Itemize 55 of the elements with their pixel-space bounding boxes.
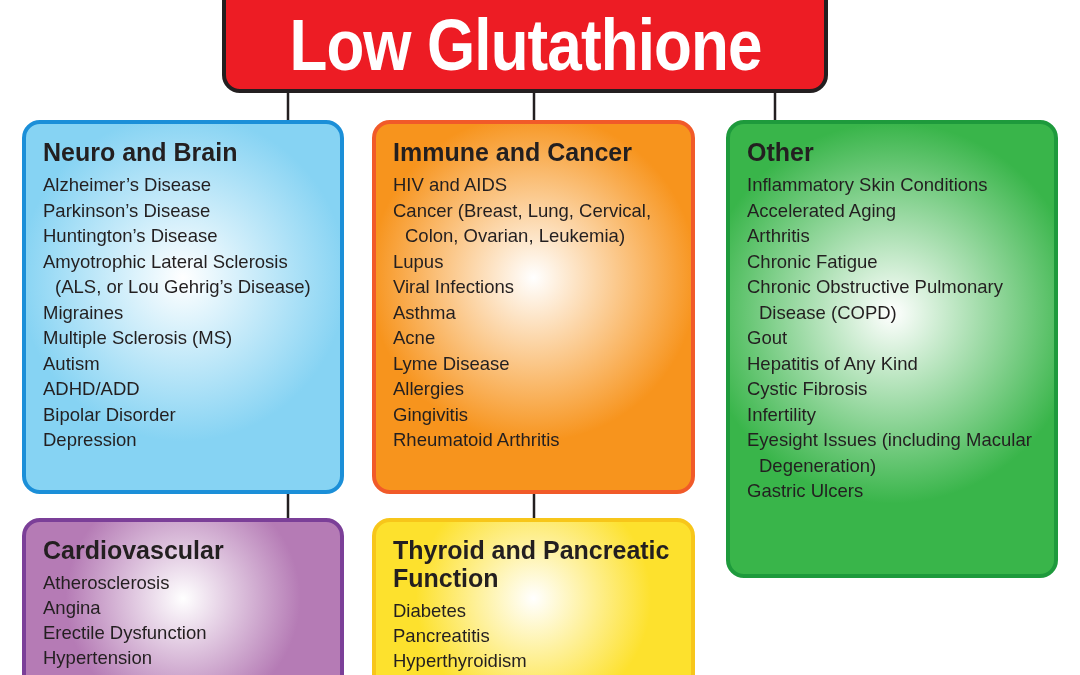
condition-item: Depression: [43, 428, 137, 452]
condition-item: Arthritis: [747, 224, 810, 248]
condition-item: Gastric Ulcers: [747, 479, 864, 503]
condition-item: Allergies: [393, 377, 464, 401]
condition-item: Viral Infections: [393, 275, 514, 299]
condition-item: Alzheimer’s Disease: [43, 173, 211, 197]
condition-item: Asthma: [393, 300, 456, 325]
condition-item: Cystic Fibrosis: [747, 377, 868, 401]
condition-item: HIV and AIDS: [393, 173, 508, 197]
condition-item: Huntington’s Disease: [43, 224, 218, 248]
title-banner: [222, 0, 828, 93]
category-card: [726, 120, 1058, 578]
category-heading: Thyroid and Pancreatic Function: [393, 536, 671, 592]
condition-item: Atherosclerosis: [43, 571, 170, 595]
condition-item: Rheumatoid Arthritis: [393, 428, 560, 452]
category-heading: Cardiovascular: [43, 536, 224, 564]
connector-line: [286, 93, 290, 120]
category-heading: Other: [747, 138, 814, 166]
connector-line: [773, 93, 777, 120]
condition-item: Angina: [43, 596, 101, 620]
connector-line: [532, 93, 536, 120]
condition-item: Lupus: [393, 249, 444, 274]
category-card: [22, 120, 344, 494]
condition-item: Bipolar Disorder: [43, 402, 176, 427]
condition-item: Erectile Dysfunction: [43, 621, 207, 645]
condition-item: Hepatitis of Any Kind: [747, 351, 918, 376]
condition-item: Autism: [43, 351, 100, 376]
condition-item: Amyotrophic Lateral Sclerosis (ALS, or Lou Gehrig’s Disease): [43, 249, 312, 299]
condition-item: Migraines: [43, 300, 124, 325]
condition-item: ADHD/ADD: [43, 377, 140, 401]
condition-item: Accelerated Aging: [747, 198, 897, 223]
condition-item: Lyme Disease: [393, 351, 510, 376]
category-heading: Neuro and Brain: [43, 138, 238, 166]
connector-line: [532, 494, 536, 518]
connector-line: [286, 494, 290, 518]
condition-item: Diabetes: [393, 599, 466, 623]
condition-item: Acne: [393, 326, 436, 350]
condition-item: Chronic Obstructive Pulmonary Disease (COPD): [747, 275, 1004, 325]
category-heading: Immune and Cancer: [393, 138, 632, 166]
condition-item: Hyperthyroidism: [393, 649, 527, 673]
condition-item: Cancer (Breast, Lung, Cervical, Colon, Ovarian, Leukemia): [393, 198, 653, 248]
condition-item: Gout: [747, 326, 788, 350]
condition-item: Eyesight Issues (including Macular Degeneration): [747, 428, 1033, 478]
category-card: [372, 518, 695, 675]
category-card: [372, 120, 695, 494]
condition-item: Gingivitis: [393, 402, 469, 427]
condition-item: Multiple Sclerosis (MS): [43, 326, 233, 350]
condition-item: Pancreatitis: [393, 624, 490, 648]
condition-item: Chronic Fatigue: [747, 249, 878, 274]
title-text: Low Glutathione: [288, 3, 762, 86]
condition-item: Parkinson’s Disease: [43, 198, 211, 223]
category-card: [22, 518, 344, 675]
condition-item: Infertility: [747, 402, 816, 427]
condition-item: Hypertension: [43, 646, 152, 670]
condition-item: Inflammatory Skin Conditions: [747, 173, 988, 197]
